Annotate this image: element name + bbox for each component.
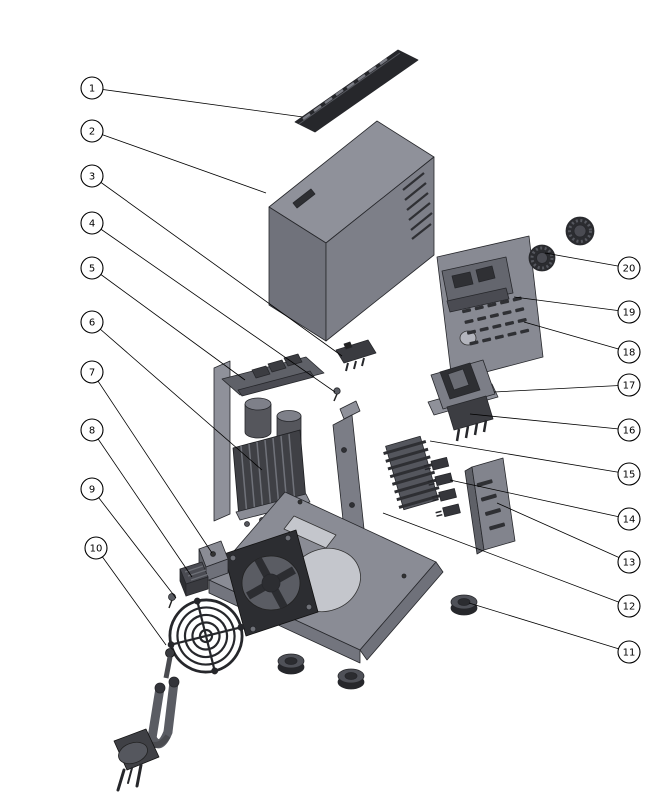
callout-16-number: 16 [623, 426, 636, 437]
callout-19: 19 [513, 296, 641, 324]
callout-13: 13 [496, 502, 641, 574]
callout-18-number: 18 [623, 348, 636, 359]
callout-1: 1 [80, 76, 304, 118]
callout-17-number: 17 [623, 381, 636, 392]
part-vent-strip [294, 49, 419, 133]
callout-5-number: 5 [89, 264, 95, 275]
callout-16: 16 [469, 413, 641, 442]
part-screw [333, 387, 341, 402]
callout-10: 10 [84, 536, 167, 646]
callout-15: 15 [429, 440, 641, 486]
callout-7-number: 7 [89, 368, 95, 379]
callout-4-number: 4 [89, 219, 95, 230]
callout-13-number: 13 [623, 558, 636, 569]
callout-20-number: 20 [623, 264, 636, 275]
callout-2-number: 2 [89, 127, 95, 138]
callout-4: 4 [80, 211, 336, 393]
callout-8-number: 8 [89, 426, 95, 437]
callout-9: 9 [80, 477, 177, 599]
part-transformer [427, 359, 499, 416]
callout-11: 11 [468, 602, 641, 664]
part-fan-grille [167, 597, 245, 675]
callout-2: 2 [80, 119, 267, 194]
callout-9-number: 9 [89, 485, 95, 496]
callout-8: 8 [80, 418, 193, 578]
callout-1-number: 1 [89, 84, 95, 95]
callout-3-number: 3 [89, 172, 95, 183]
part-pcb-assembly [213, 353, 325, 527]
part-connector-set [423, 457, 461, 518]
callout-7: 7 [80, 360, 213, 554]
callout-20: 20 [544, 252, 641, 280]
callout-12: 12 [382, 512, 641, 618]
callout-17: 17 [493, 373, 641, 397]
part-outer-cover [268, 120, 435, 342]
callout-15-number: 15 [623, 470, 636, 481]
callout-12-number: 12 [623, 602, 636, 613]
callout-5: 5 [80, 256, 246, 381]
callout-18: 18 [523, 321, 641, 364]
callout-10-number: 10 [90, 544, 103, 555]
part-fan [223, 529, 319, 637]
callout-11-number: 11 [623, 648, 636, 659]
callout-3: 3 [80, 164, 343, 357]
callout-6-number: 6 [89, 318, 95, 329]
part-slotted-bracket [464, 457, 516, 555]
callout-14: 14 [449, 479, 641, 531]
part-power-cord [113, 648, 180, 792]
part-ridged-block [179, 561, 210, 597]
part-control-board [441, 256, 514, 313]
callout-6: 6 [80, 310, 263, 471]
part-terminal-block [335, 339, 377, 372]
part-finned-block [383, 435, 442, 511]
callouts: 1 2 3 4 5 6 7 [80, 76, 641, 664]
part-knobs [528, 216, 595, 272]
callout-14-number: 14 [623, 515, 636, 526]
part-pin-block [446, 395, 494, 442]
part-rubber-feet [277, 594, 478, 690]
callout-19-number: 19 [623, 308, 636, 319]
part-divider-plate [332, 400, 365, 540]
